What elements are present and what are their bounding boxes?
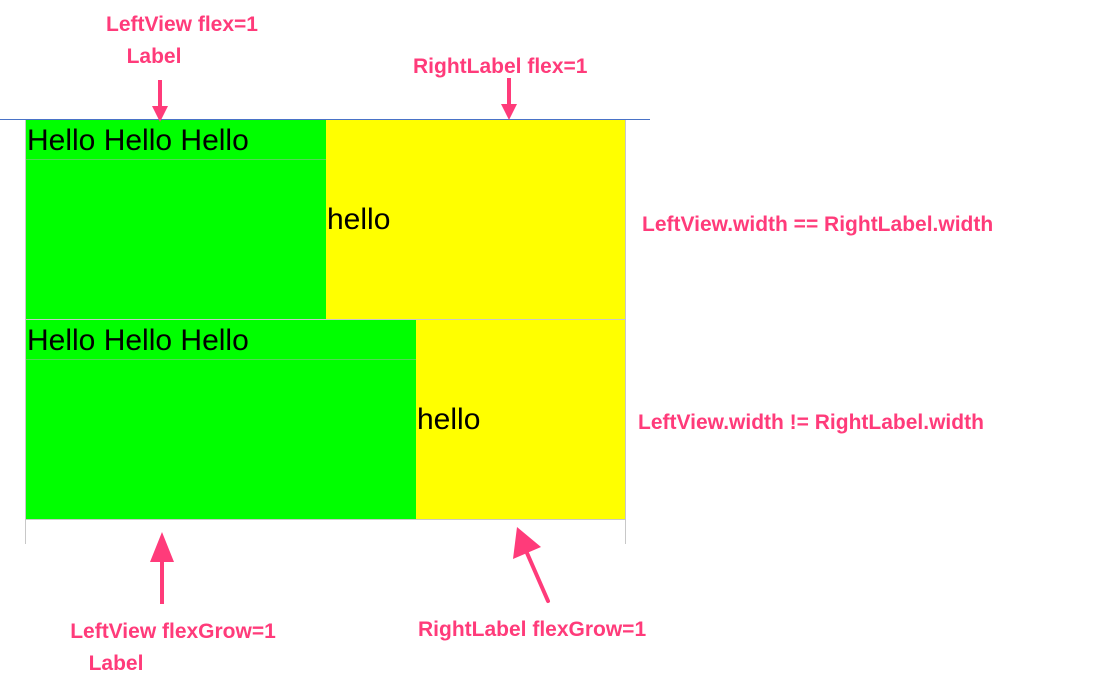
annotation-top-left-line2: Label <box>126 45 182 68</box>
row1-right-label-text: hello <box>327 203 391 236</box>
top-rule <box>0 119 650 120</box>
row2-right-label-text: hello <box>417 403 481 436</box>
row1-left-label: Hello Hello Hello <box>27 124 249 157</box>
arrow-bottom-right-icon <box>513 527 550 603</box>
annotation-row1-width-equal: LeftView.width == RightLabel.width <box>642 213 994 236</box>
annotation-top-left-line1: LeftView flex=1 <box>106 13 258 36</box>
annotation-bottom-left-line1: LeftView flexGrow=1 <box>70 620 276 643</box>
row2-left-label: Hello Hello Hello <box>27 324 249 357</box>
row2-left-label-box <box>26 320 416 360</box>
row1-left-view <box>26 120 326 319</box>
row2-left-view <box>26 320 416 520</box>
annotation-top-right: RightLabel flex=1 <box>413 55 588 78</box>
annotation-bottom-right: RightLabel flexGrow=1 <box>418 618 647 641</box>
right-guide-line <box>625 120 626 544</box>
left-guide-line <box>25 120 26 544</box>
arrow-bottom-left-icon <box>150 532 174 604</box>
bottom-rule <box>26 519 626 520</box>
annotation-row2-width-not-equal: LeftView.width != RightLabel.width <box>638 411 984 434</box>
row2-right-label <box>416 320 625 520</box>
row1-right-label <box>326 120 625 319</box>
row-divider <box>26 319 626 320</box>
arrow-top-right-icon <box>501 78 517 120</box>
annotation-bottom-left-line2: Label <box>88 652 144 675</box>
arrow-top-left-icon <box>152 80 168 122</box>
row1-left-label-box <box>26 120 326 160</box>
